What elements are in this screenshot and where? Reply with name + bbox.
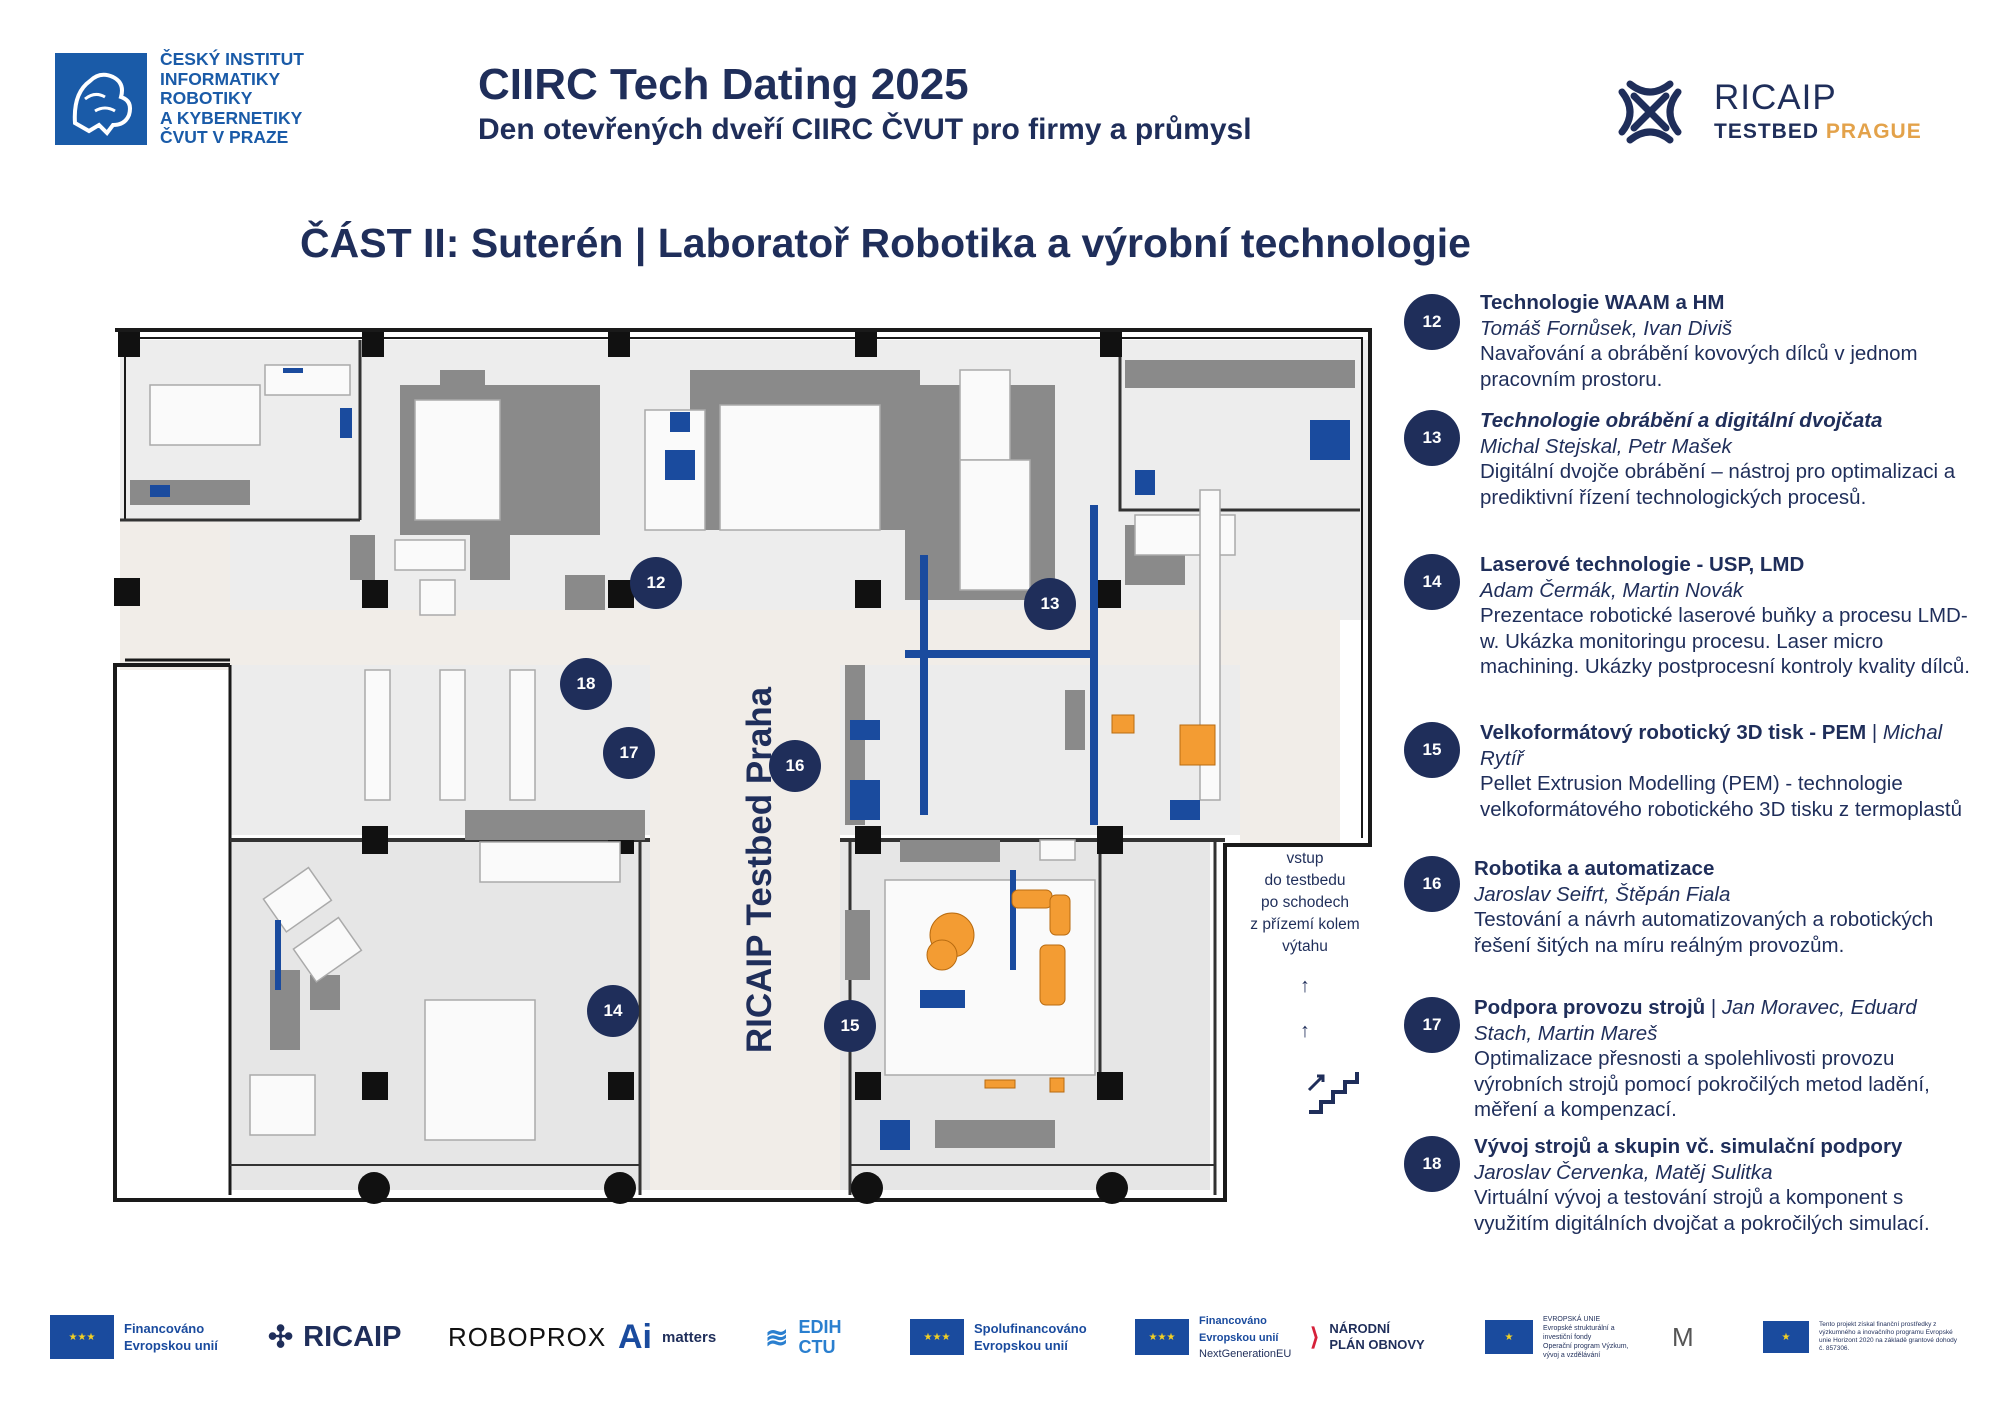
page-title: CIIRC Tech Dating 2025 [478,60,969,109]
legend-badge: 16 [1404,856,1460,912]
ricaip-knot-icon [1610,72,1690,157]
ricaip-knot-icon: ✣ [268,1320,294,1354]
entrance-note: vstup do testbedu po schodech z přízemí … [1250,850,1360,955]
legend-title: Velkoformátový robotický 3D tisk - PEM [1480,721,1867,744]
legend-desc: Virtuální vývoj a testování strojů a kom… [1474,1186,1930,1235]
ciirc-lion-logo [55,53,147,145]
white-fixtures [149,364,1236,1141]
legend-item-12: 12 Technologie WAAM a HM Tomáš Fornůsek,… [1404,290,1964,400]
page-subtitle: Den otevřených dveří CIIRC ČVUT pro firm… [478,113,1252,146]
eu-flag-icon: ★★★ [1135,1319,1189,1355]
legend-item-17: 17 Podpora provozu strojů | Jan Moravec,… [1404,995,1964,1135]
legend-authors: Michal Stejskal, Petr Mašek [1480,434,1732,458]
legend-desc: Prezentace robotické laserové buňky a pr… [1480,604,1970,678]
legend-title: Vývoj strojů a skupin vč. simulační podp… [1474,1135,1903,1158]
legend-authors: Jaroslav Seifrt, Štěpán Fiala [1474,882,1731,906]
horizon-note: ★ Tento projekt získal finanční prostřed… [1763,1312,1963,1362]
legend-badge: 17 [1404,997,1460,1053]
legend-title: Robotika a automatizace [1474,857,1715,880]
legend-authors: Tomáš Fornůsek, Ivan Diviš [1480,316,1733,340]
legend-badge: 18 [1404,1136,1460,1192]
ricaip-logo-name: RICAIP [1714,78,1837,117]
legend-authors: Jan Moravec, Eduard Stach, Martin Mareš [1474,996,1917,1045]
eu-flag-icon: ★ [1763,1321,1809,1353]
legend-item-18: 18 Vývoj strojů a skupin vč. simulační p… [1404,1134,1964,1294]
section-title: ČÁST II: Suterén | Laboratoř Robotika a … [300,220,1471,266]
legend-item-13: 13 Technologie obrábění a digitální dvoj… [1404,408,1964,548]
legend-authors: Jaroslav Červenka, Matěj Sulitka [1474,1160,1773,1184]
ai-icon: Ai [618,1317,652,1356]
legend-item-16: 16 Robotika a automatizace Jaroslav Seif… [1404,856,1964,991]
ricaip-logo-sub: TESTBED PRAGUE [1714,120,1922,143]
legend-desc: Pellet Extrusion Modelling (PEM) - techn… [1480,772,1962,821]
roboprox-logo: ROBOPROX [448,1321,607,1352]
institute-name: ČESKÝ INSTITUT INFORMATIKY ROBOTIKY A KY… [160,49,304,147]
legend-title: Laserové technologie - USP, LMD [1480,553,1805,576]
legend-title: Technologie obrábění a digitální dvojčat… [1480,409,1883,432]
legend-title: Podpora provozu strojů [1474,996,1706,1019]
eu-flag-icon: ★★★ [910,1319,964,1355]
legend-item-15: 15 Velkoformátový robotický 3D tisk - PE… [1404,720,1964,850]
legend-authors: Michal Rytíř [1480,721,1943,770]
legend-title: Technologie WAAM a HM [1480,291,1725,314]
map-marker-16[interactable]: 16 [769,740,821,792]
map-marker-13[interactable]: 13 [1024,578,1076,630]
npo-arrows-icon: ⟩ [1310,1323,1320,1351]
legend-desc: Optimalizace přesnosti a spolehlivosti p… [1474,1047,1930,1121]
eu-flag-icon: ★★★ [50,1315,114,1359]
msmt-icon: M [1672,1321,1694,1352]
pillars [114,332,1128,1204]
up-arrow-icon: ↑ [1300,975,1310,997]
map-marker-18[interactable]: 18 [560,658,612,710]
legend-badge: 12 [1404,294,1460,350]
legend-desc: Navařování a obrábění kovových dílců v j… [1480,342,1918,391]
map-marker-12[interactable]: 12 [630,557,682,609]
eu-flag-icon: ★ [1485,1320,1533,1354]
blue-equipment [150,368,1350,1150]
msmt-logo: M [1672,1312,1694,1362]
stairs-icon [1305,1068,1365,1123]
testbed-vertical-label: RICAIP Testbed Praha [740,686,779,1054]
map-marker-15[interactable]: 15 [824,1000,876,1052]
legend-badge: 14 [1404,554,1460,610]
legend-item-14: 14 Laserové technologie - USP, LMD Adam … [1404,552,1970,712]
orange-robots [926,714,1216,1093]
legend-desc: Digitální dvojče obrábění – nástroj pro … [1480,460,1956,509]
legend-badge: 15 [1404,722,1460,778]
map-marker-17[interactable]: 17 [603,727,655,779]
ricaip-footer-logo: ✣RICAIP [268,1320,402,1354]
up-arrow-icon: ↑ [1300,1020,1310,1042]
edih-wave-icon: ≋ [765,1321,789,1353]
legend-badge: 13 [1404,410,1460,466]
map-marker-14[interactable]: 14 [587,985,639,1037]
legend-authors: Adam Čermák, Martin Novák [1480,578,1744,602]
legend-desc: Testování a návrh automatizovaných a rob… [1474,908,1934,957]
